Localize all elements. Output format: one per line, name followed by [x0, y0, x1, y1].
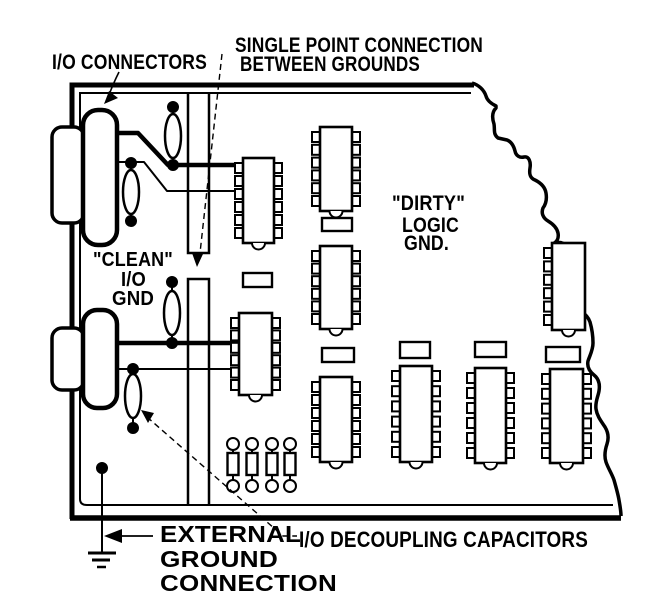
label-external-ground-line1: EXTERNAL — [160, 521, 301, 547]
dip-ic — [543, 241, 587, 338]
connector-body — [80, 307, 120, 411]
ic-notch — [483, 462, 498, 471]
axial-component — [226, 437, 240, 493]
io-connector-top — [50, 107, 120, 248]
passive-component — [241, 271, 274, 289]
label-external-ground-line3: CONNECTION — [160, 570, 337, 596]
top-connector-thick-trace — [117, 130, 238, 168]
axial-component — [283, 437, 297, 493]
label-external-ground-line2: GROUND — [160, 546, 278, 572]
label-single-point-line2: BETWEEN GROUNDS — [240, 53, 420, 76]
dip-ic — [541, 367, 592, 471]
decoupling-capacitor — [121, 157, 141, 227]
decoupling-capacitors — [121, 101, 183, 434]
external-ground — [88, 462, 116, 569]
earth-ground-icon — [88, 551, 116, 569]
decoupling-capacitor — [163, 101, 183, 171]
dip-ic — [230, 311, 281, 403]
ic-notch — [559, 462, 574, 471]
label-dirty-gnd-line2: LOGIC — [402, 214, 459, 237]
decoupling-capacitor — [162, 276, 182, 349]
ic-notch — [328, 461, 344, 470]
label-io-decoupling-capacitors: I/O DECOUPLING CAPACITORS — [299, 527, 588, 552]
board-components — [226, 125, 592, 493]
moat-upper-slot — [186, 93, 211, 255]
clean-region-inner-border — [79, 92, 613, 506]
connector-shell — [50, 125, 86, 225]
arrowhead-icon — [192, 253, 203, 267]
axial-component — [245, 437, 259, 493]
decoupling-caps-leader — [146, 416, 297, 537]
label-dirty-gnd-line1: "DIRTY" — [392, 192, 465, 215]
io-connector-bottom — [50, 307, 120, 411]
label-io-connectors: I/O CONNECTORS — [52, 51, 207, 74]
via-dot — [166, 337, 178, 349]
ic-notch — [248, 394, 263, 403]
connector-shell — [50, 326, 86, 392]
moat-lower-slot — [186, 277, 211, 504]
ic-notch — [328, 210, 344, 219]
ic-notch — [561, 329, 576, 338]
passive-component — [473, 340, 508, 359]
ic-body — [241, 156, 276, 245]
ic-body — [398, 364, 434, 464]
passive-component — [320, 346, 356, 364]
via-dot — [167, 159, 179, 171]
labels: I/O CONNECTORS SINGLE POINT CONNECTION B… — [52, 34, 588, 596]
ic-body — [237, 311, 274, 397]
ic-notch — [408, 461, 424, 470]
label-clean-gnd-line1: "CLEAN" — [93, 249, 173, 271]
arrowhead-icon — [104, 91, 118, 104]
dip-ic — [311, 375, 361, 470]
via-dot — [125, 215, 137, 227]
decoupling-capacitor — [123, 363, 143, 434]
ic-notch — [251, 242, 266, 251]
arrowhead-icon — [104, 529, 122, 543]
ic-body — [318, 125, 354, 213]
arrowhead-icon — [141, 410, 154, 423]
passive-component — [544, 345, 582, 364]
callout-leaders — [104, 53, 297, 543]
ic-body — [318, 375, 354, 464]
ic-body — [473, 366, 508, 465]
dip-ic — [391, 364, 441, 470]
passive-component — [320, 216, 354, 233]
label-clean-gnd-line3: GND — [112, 288, 154, 310]
dip-ic — [311, 125, 361, 219]
passive-component — [398, 340, 432, 360]
label-clean-gnd-line2: I/O — [121, 269, 146, 291]
ic-body — [550, 241, 587, 332]
single-point-leader — [199, 53, 223, 254]
via-dot — [127, 422, 139, 434]
dip-ic — [311, 244, 361, 337]
connector-body — [80, 107, 120, 248]
label-dirty-gnd-line3: GND. — [404, 232, 449, 255]
label-single-point-line1: SINGLE POINT CONNECTION — [235, 34, 483, 57]
ic-body — [318, 244, 354, 331]
dip-ic — [234, 156, 283, 251]
axial-component — [265, 437, 279, 493]
ic-body — [548, 367, 585, 465]
ic-notch — [328, 328, 344, 337]
dip-ic — [466, 366, 515, 471]
